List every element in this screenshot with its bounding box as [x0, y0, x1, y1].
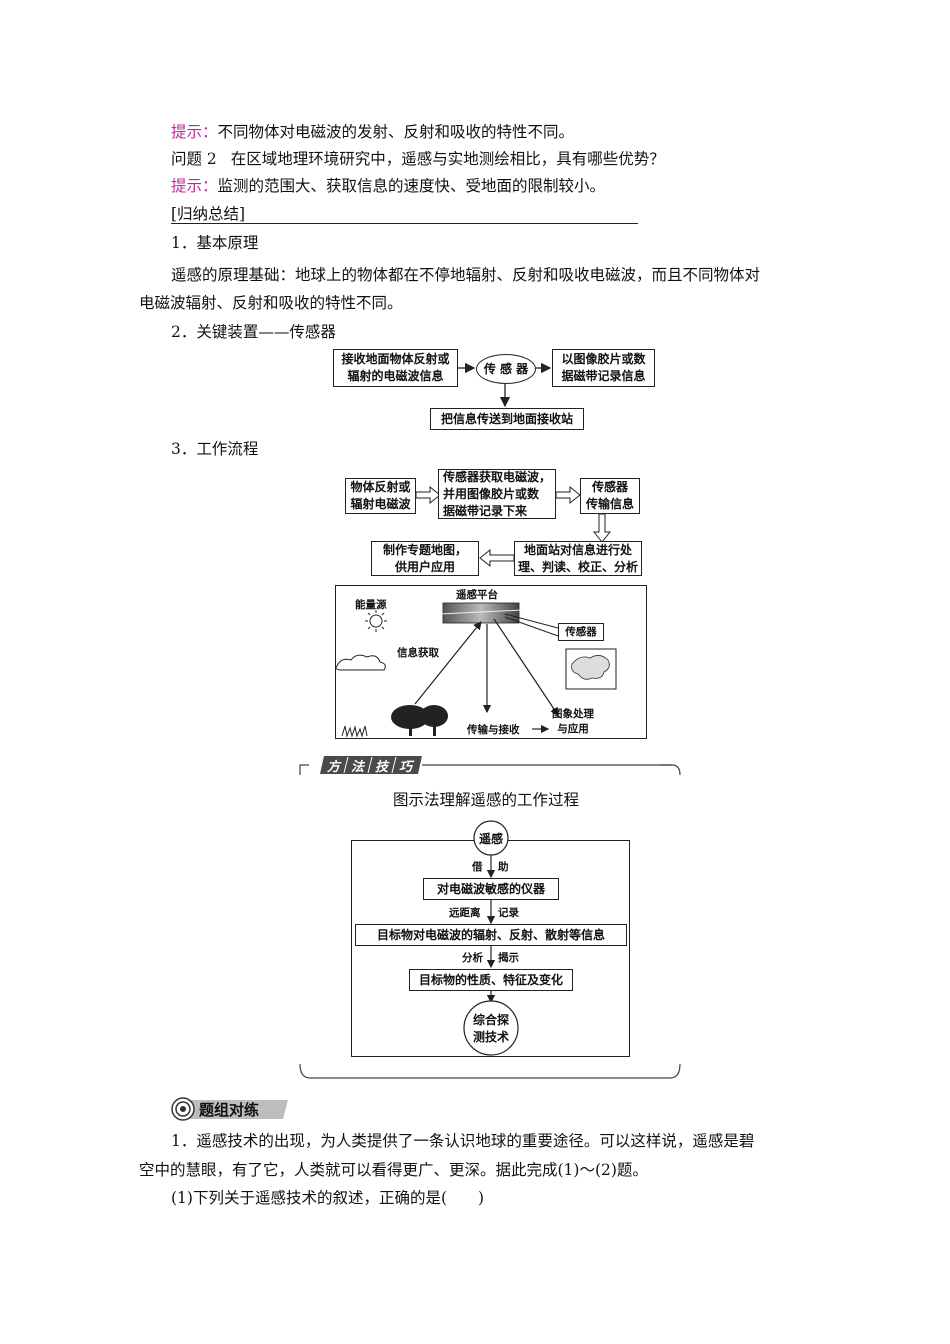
platform-label: 遥感平台: [456, 589, 498, 601]
label-text: 图象处理: [552, 708, 594, 720]
section-1-line-2: 电磁波辐射、反射和吸收的特性不同。: [139, 294, 403, 312]
flow-box-5: 制作专题地图， 供用户应用: [371, 541, 479, 576]
hint-text: 不同物体对电磁波的发射、反射和吸收的特性不同。: [217, 123, 575, 141]
energy-source-label: 能量源: [355, 599, 387, 611]
hint-line-1: 提示：不同物体对电磁波的发射、反射和吸收的特性不同。: [171, 121, 574, 143]
sensor-label: 传 感 器: [483, 361, 529, 376]
receive-signal-box: 接收地面物体反射或辐射的电磁波信息: [333, 349, 458, 387]
flow-box-2: 传感器获取电磁波， 并用图像胶片或数据磁带记录下来: [438, 469, 556, 519]
box-text: 传输信息: [585, 497, 634, 511]
question-2-line: 问题 2 在区域地理环境研究中，遥感与实地测绘相比，具有哪些优势？: [171, 148, 665, 170]
summary-underline: [171, 223, 638, 224]
trees-icon: [391, 705, 448, 736]
remote-sensing-illustration: [335, 585, 647, 739]
box-text: 传感器获取电磁波，: [442, 469, 551, 484]
transmit-box: 把信息传送到地面接收站: [430, 408, 584, 430]
summary-header: [归纳总结]: [171, 205, 246, 223]
box-text: 辐射电磁波: [350, 497, 411, 511]
section-1-heading: 1．基本原理: [171, 234, 259, 252]
method-title: 图示法理解遥感的工作过程: [393, 791, 580, 809]
section-1-line-1: 遥感的原理基础：地球上的物体都在不停地辐射、反射和吸收电磁波，而且不同物体对: [171, 266, 761, 284]
flow-box-3: 传感器传输信息: [580, 478, 640, 514]
box-text: 据磁带记录信息: [561, 369, 646, 383]
section-3-heading: 3．工作流程: [171, 440, 259, 458]
link-label: 分析: [462, 952, 483, 964]
node-text: 测技术: [472, 1030, 509, 1044]
question-label: 问题 2: [171, 150, 217, 168]
hint-label: 提示：: [171, 177, 218, 195]
badge-char: 技: [375, 760, 389, 775]
question-1-sub: (1)下列关于遥感技术的叙述，正确的是( ): [171, 1189, 485, 1207]
method-box-2: 目标物对电磁波的辐射、反射、散射等信息: [355, 924, 627, 946]
hint-line-2: 提示：监测的范围大、获取信息的速度快、受地面的限制较小。: [171, 175, 605, 197]
box-text: 供用户应用: [394, 559, 455, 574]
box-text: 地面站对信息进行处: [523, 542, 632, 557]
flow-box-1: 物体反射或辐射电磁波: [345, 478, 416, 514]
method-node-top: 遥感: [478, 832, 503, 846]
badge-char: 法: [351, 760, 365, 775]
question-1-line-1: 1．遥感技术的出现，为人类提供了一条认识地球的重要途径。可以这样说，遥感是碧: [171, 1132, 755, 1150]
method-box-1: 对电磁波敏感的仪器: [423, 878, 559, 900]
box-text: 并用图像胶片或数: [442, 486, 539, 501]
record-info-box: 以图像胶片或数据磁带记录信息: [552, 349, 655, 387]
question-1-line-2: 空中的慧眼，有了它，人类就可以看得更广、更深。据此完成(1)～(2)题。: [139, 1161, 648, 1179]
link-label: 借: [472, 861, 483, 873]
practice-badge-text: 题组对练: [199, 1101, 260, 1119]
practice-badge: 题组对练: [171, 1097, 288, 1121]
sun-icon: [365, 610, 387, 632]
box-text: 接收地面物体反射或: [341, 352, 450, 366]
link-label: 助: [498, 861, 509, 873]
image-process-label: 图象处理 与应用: [552, 707, 594, 737]
node-text: 综合探: [472, 1013, 509, 1027]
sensor-box: 传感器: [558, 623, 604, 641]
method-box-3: 目标物的性质、特征及变化: [409, 969, 573, 991]
badge-char: 巧: [399, 760, 413, 775]
box-text: 传感器: [591, 480, 628, 494]
link-label: 记录: [498, 907, 519, 919]
flow-box-4: 地面站对信息进行处理、判读、校正、分析: [514, 541, 642, 576]
label-text: 与应用: [557, 723, 589, 735]
method-badge: 方 法 技 巧: [320, 755, 422, 775]
cloud-icon: [335, 654, 386, 671]
hint-text: 监测的范围大、获取信息的速度快、受地面的限制较小。: [217, 177, 606, 195]
box-text: 据磁带记录下来: [442, 503, 527, 518]
link-label: 揭示: [498, 952, 519, 964]
section-2-heading: 2．关键装置——传感器: [171, 323, 336, 341]
grass-icon: [341, 725, 368, 738]
sensor-oval: 传 感 器: [476, 354, 536, 384]
box-text: 理、判读、校正、分析: [517, 559, 638, 574]
info-acquire-label: 信息获取: [397, 647, 439, 659]
transmit-receive-label: 传输与接收: [467, 724, 520, 736]
question-text: 在区域地理环境研究中，遥感与实地测绘相比，具有哪些优势？: [230, 150, 665, 168]
box-text: 辐射的电磁波信息: [347, 369, 444, 383]
badge-char: 方: [327, 760, 341, 775]
hint-label: 提示：: [171, 123, 218, 141]
box-text: 以图像胶片或数: [561, 352, 646, 366]
box-text: 物体反射或: [350, 480, 411, 494]
method-node-bottom: 综合探 测技术: [466, 1012, 516, 1046]
link-label: 远距离: [449, 907, 481, 919]
box-text: 制作专题地图，: [382, 542, 467, 557]
